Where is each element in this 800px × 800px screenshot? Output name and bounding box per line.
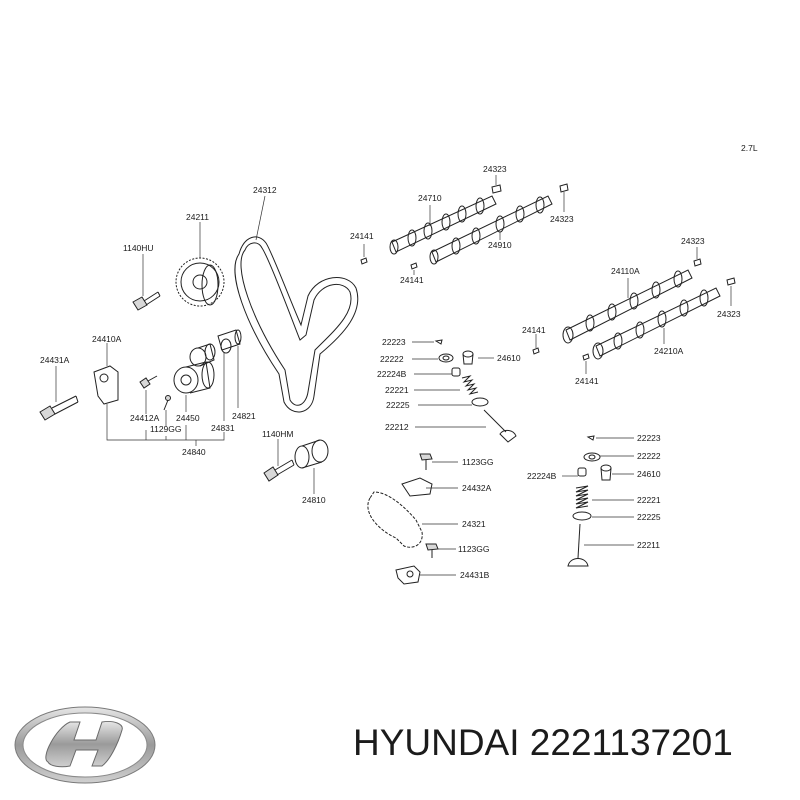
bolt-24412A	[139, 375, 158, 389]
seal-22224B-b	[577, 467, 587, 477]
seal-22224B-a	[451, 367, 461, 377]
label-24810: 24810	[302, 495, 326, 505]
label-24710: 24710	[418, 193, 442, 203]
dowel-24141-c	[532, 347, 540, 355]
label-22211: 22211	[637, 540, 660, 550]
retainer-22222-a	[438, 353, 454, 363]
label-24141-c: 24141	[522, 325, 546, 335]
retainer-22222-b	[583, 452, 601, 462]
label-24431A: 24431A	[40, 355, 70, 365]
timing-belt	[234, 236, 359, 413]
seal-24323-c	[693, 258, 702, 267]
label-24141-b: 24141	[400, 275, 424, 285]
label-24412A: 24412A	[130, 413, 160, 423]
bolt-1123GG-a	[419, 453, 433, 470]
label-1123GG-b: 1123GG	[458, 544, 490, 554]
label-24323-d: 24323	[717, 309, 741, 319]
bolt-1123GG-b	[425, 543, 439, 558]
label-22221-a: 22221	[385, 385, 409, 395]
seal-24323-b	[559, 183, 569, 193]
camshaft-24210A	[592, 287, 721, 360]
valve-keeper-22223-b	[586, 435, 595, 441]
bolt-24431A	[39, 395, 79, 421]
label-24141-d: 24141	[575, 376, 599, 386]
chain-guide-24432A	[401, 477, 433, 497]
idler-pulley-24810	[294, 439, 329, 469]
idler-bush	[189, 343, 216, 367]
label-24323-a: 24323	[483, 164, 507, 174]
label-1140HU: 1140HU	[123, 243, 154, 253]
timing-chain-24321	[367, 491, 423, 548]
lifter-24610-a	[462, 350, 474, 365]
label-24323-b: 24323	[550, 214, 574, 224]
tensioner-pulley	[173, 361, 215, 394]
label-24610-a: 24610	[497, 353, 521, 363]
spring-22221-a	[461, 375, 479, 395]
label-24431B: 24431B	[460, 570, 490, 580]
label-22224B-b: 22224B	[527, 471, 557, 481]
label-24840: 24840	[182, 447, 206, 457]
label-24323-c: 24323	[681, 236, 705, 246]
seal-24323-a	[491, 184, 502, 194]
valve-22211	[567, 523, 589, 567]
tensioner-arm	[93, 365, 119, 405]
label-22222-a: 22222	[380, 354, 404, 364]
dowel-24141-b	[410, 262, 418, 270]
bolt-1140HU	[132, 291, 161, 311]
camshaft-24710	[389, 195, 497, 255]
label-24312: 24312	[253, 185, 277, 195]
label-22223-b: 22223	[637, 433, 661, 443]
label-24110A: 24110A	[611, 266, 640, 276]
camshaft-24110A	[562, 269, 693, 344]
label-24410A: 24410A	[92, 334, 122, 344]
seat-22225-a	[471, 397, 489, 407]
label-22225-b: 22225	[637, 512, 661, 522]
assembly-bracket-24840	[106, 404, 225, 446]
cam-sprocket	[175, 257, 225, 307]
label-1123GG-a: 1123GG	[462, 457, 494, 467]
label-24821: 24821	[232, 411, 256, 421]
label-22225-a: 22225	[386, 400, 410, 410]
label-1140HM: 1140HM	[262, 429, 294, 439]
label-22222-b: 22222	[637, 451, 661, 461]
spring-22221-b	[575, 485, 589, 509]
label-24211: 24211	[186, 212, 209, 222]
label-24450: 24450	[176, 413, 200, 423]
pin-1129GG	[163, 395, 171, 411]
valve-keeper-22223-a	[434, 339, 443, 345]
label-24141-a: 24141	[350, 231, 374, 241]
label-22223-a: 22223	[382, 337, 406, 347]
part-number-caption: HYUNDAI 2221137201	[353, 722, 733, 763]
lifter-24610-b	[600, 464, 612, 481]
dowel-24141-a	[360, 257, 368, 265]
label-24610-b: 24610	[637, 469, 661, 479]
chain-tensioner-24431B	[395, 565, 421, 585]
seat-22225-b	[572, 511, 592, 521]
engine-size-label: 2.7L	[741, 143, 758, 153]
valve-22212	[483, 409, 517, 443]
exploded-parts-diagram: 2.7L 24312 24211 1140HU 24410A 24431A 24	[39, 143, 758, 585]
label-24831: 24831	[211, 423, 235, 433]
label-22224B-a: 22224B	[377, 369, 407, 379]
label-22212: 22212	[385, 422, 409, 432]
hyundai-logo-icon	[14, 706, 156, 784]
label-22221-b: 22221	[637, 495, 661, 505]
label-24210A: 24210A	[654, 346, 684, 356]
label-24321: 24321	[462, 519, 486, 529]
bolt-1140HM	[263, 459, 295, 482]
seal-24323-d	[726, 277, 736, 286]
label-1129GG: 1129GG	[150, 424, 182, 434]
label-24910: 24910	[488, 240, 512, 250]
ring-24821	[220, 338, 232, 354]
label-24432A: 24432A	[462, 483, 492, 493]
dowel-24141-d	[582, 353, 590, 361]
camshaft-24910	[429, 195, 553, 265]
